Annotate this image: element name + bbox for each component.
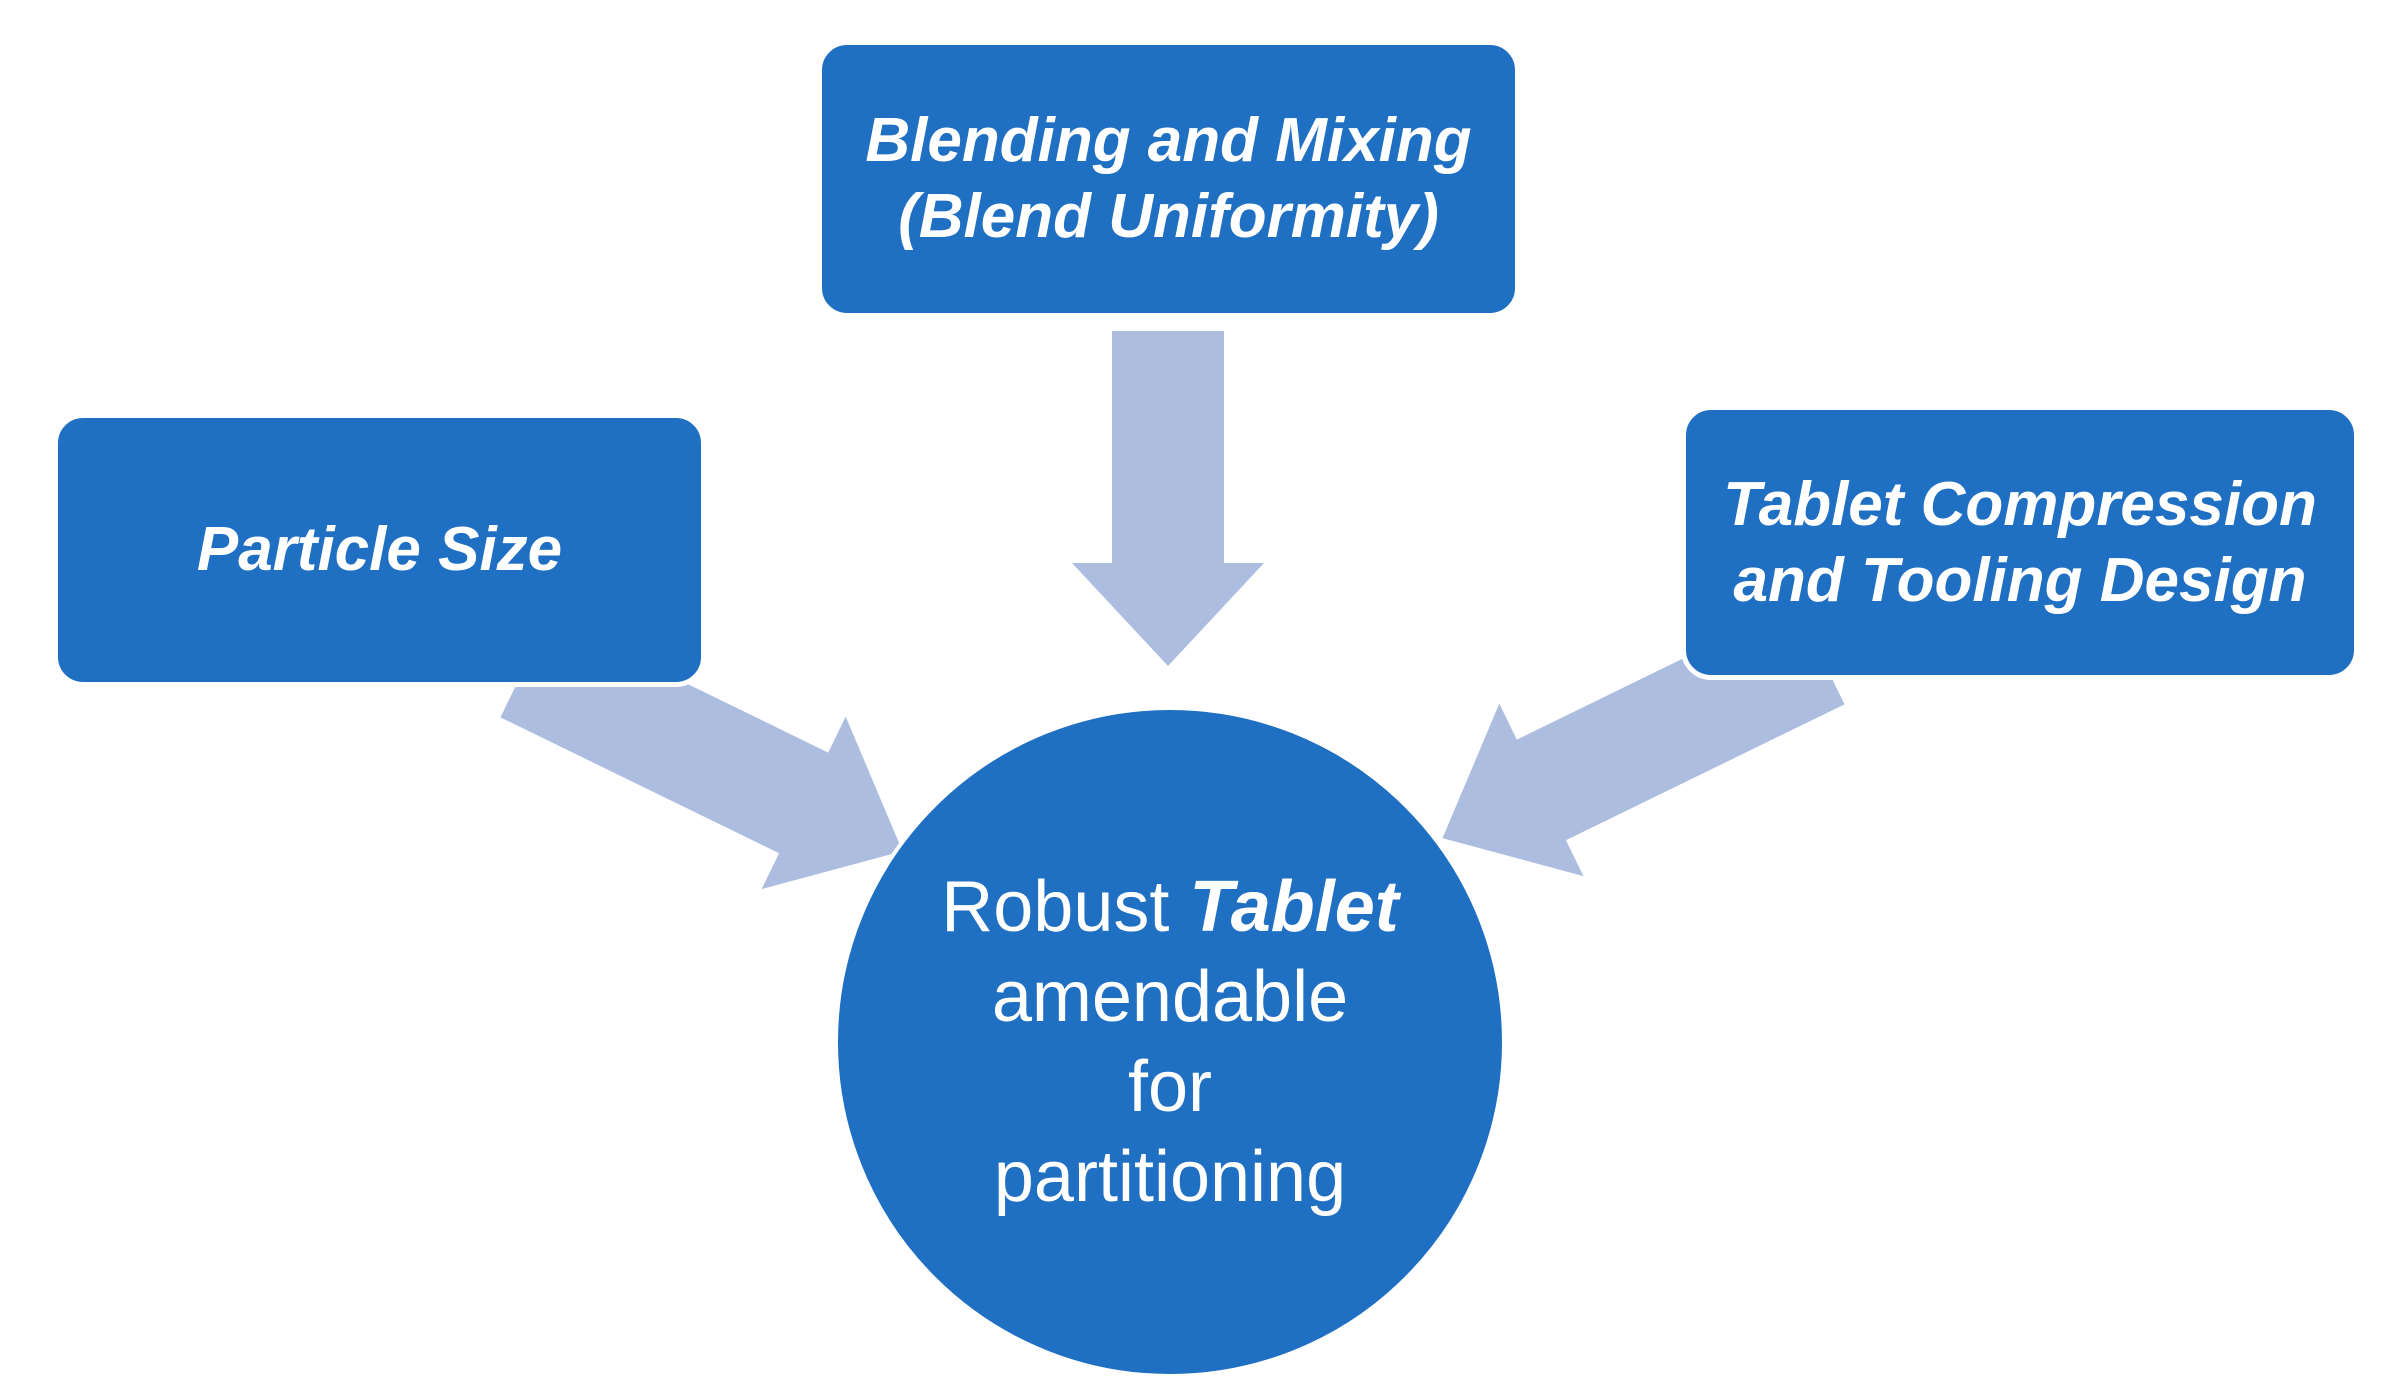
circle-label-robust: Robust <box>941 867 1190 947</box>
node-particle-size: Particle Size <box>53 413 706 687</box>
circle-label-line3: for <box>1127 1047 1213 1127</box>
node-compression-label-line2: and Tooling Design <box>1733 545 2307 615</box>
node-compression-label-line1: Tablet Compression <box>1723 469 2317 539</box>
arrow-top-to-center-icon <box>1072 331 1264 666</box>
node-tablet-compression: Tablet Compression and Tooling Design <box>1681 405 2359 680</box>
circle-label-line1: Robust Tablet <box>941 862 1399 952</box>
circle-label-line2: amendable <box>991 957 1349 1037</box>
circle-label-line4: partitioning <box>993 1137 1347 1217</box>
node-robust-tablet: Robust Tablet amendable for partitioning <box>834 706 1506 1378</box>
node-particle-size-label: Particle Size <box>196 515 563 584</box>
circle-label-tablet: Tablet <box>1189 867 1399 947</box>
node-blending-and-mixing: Blending and Mixing (Blend Uniformity) <box>817 40 1520 318</box>
node-blending-label-line1: Blending and Mixing <box>865 106 1472 175</box>
node-blending-label-line2: (Blend Uniformity) <box>898 182 1439 251</box>
